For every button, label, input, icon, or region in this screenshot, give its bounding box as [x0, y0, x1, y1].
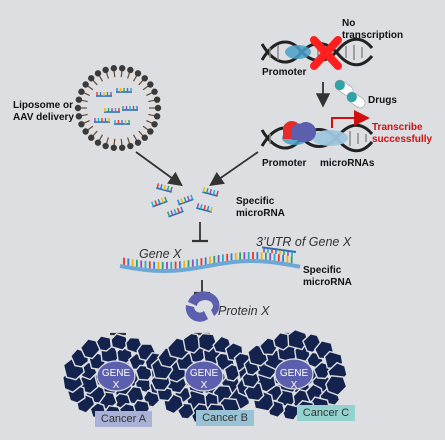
- cancer-a-tag: Cancer A: [95, 411, 152, 427]
- block-x-icon: [310, 36, 342, 70]
- inhibit-mirna-to-mrna: [192, 222, 208, 243]
- liposome-icon: [74, 65, 162, 151]
- mrna-strand: [119, 246, 301, 273]
- transcribe-label: Transcribe successfully: [372, 122, 433, 145]
- drugs-label: Drugs: [368, 95, 397, 106]
- gene-x-label: Gene X: [139, 247, 182, 261]
- transcription-factor-icon: [283, 121, 317, 142]
- nucleus-icon: [184, 360, 224, 392]
- specific-microrna-label-1: Specific microRNA: [236, 196, 285, 219]
- cancer-c-tag: Cancer C: [297, 405, 355, 421]
- arrow-liposome: [135, 151, 183, 187]
- nucleus-icon: [96, 360, 136, 392]
- liposome-label: Liposome or AAV delivery: [13, 100, 74, 123]
- utr-label: 3’UTR of Gene X: [256, 235, 352, 249]
- tumor-cluster-c: [241, 328, 348, 423]
- nucleus-icon: [274, 358, 314, 390]
- specific-microrna-label-2: Specific microRNA: [303, 265, 352, 288]
- protein-x-icon: [185, 291, 220, 322]
- arrow-transcription: [209, 151, 259, 187]
- transcribe-arrow: [331, 110, 370, 128]
- drug-capsules-icon: [334, 79, 366, 109]
- promoter-top-label: Promoter: [262, 67, 307, 78]
- middle-dna-helix: [260, 123, 374, 153]
- inhibit-mrna-to-protein: [194, 280, 210, 295]
- cancer-b-tag: Cancer B: [196, 410, 254, 426]
- gene-x-nucleus-c: GENE X: [279, 368, 309, 391]
- no-transcription-label: No transcription: [342, 18, 404, 41]
- promoter-mid-label: Promoter: [262, 158, 307, 169]
- gene-x-nucleus-b: GENE X: [189, 368, 219, 391]
- gene-x-nucleus-a: GENE X: [101, 368, 131, 391]
- microrna-cluster-icon: [151, 183, 219, 218]
- protein-x-label: Protein X: [218, 304, 270, 318]
- micrornas-label: microRNAs: [320, 158, 375, 169]
